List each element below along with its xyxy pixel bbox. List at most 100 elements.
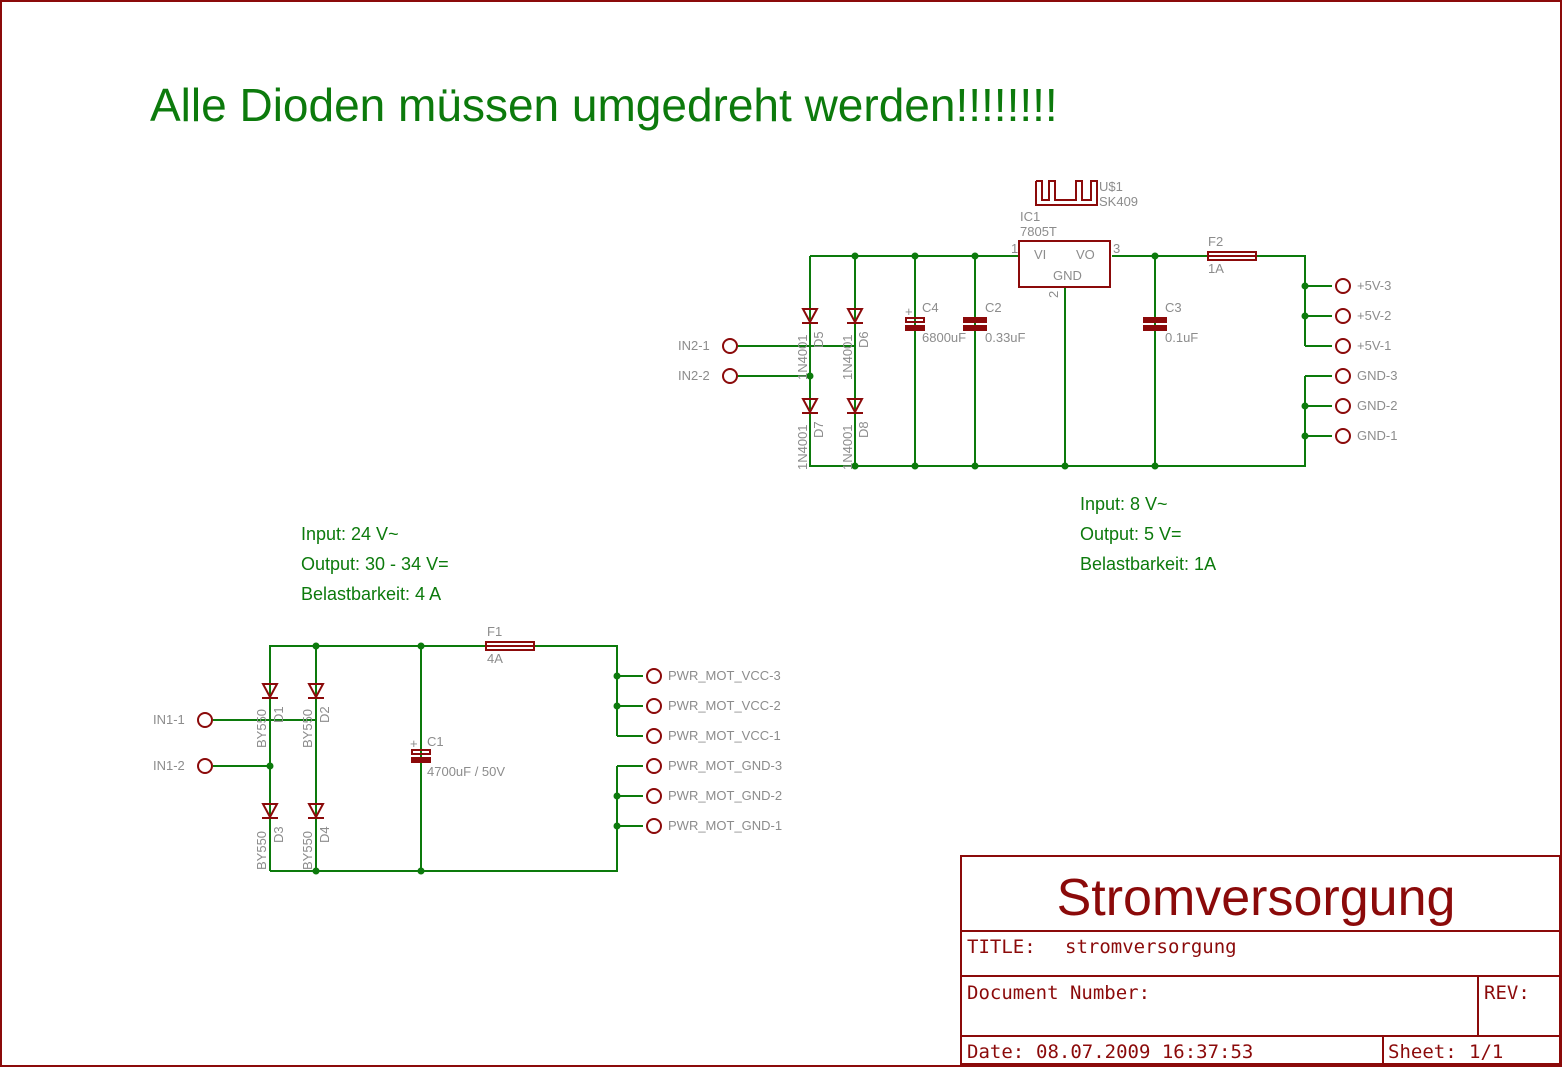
junction [613,702,621,710]
connector-in2-1 [722,338,738,354]
out-gnd-3-label: GND-3 [1357,368,1397,383]
connector-5v-2 [1335,308,1351,324]
c4-name: C4 [922,300,939,315]
diode-d4 [307,803,325,820]
junction [851,462,859,470]
junction [312,867,320,875]
heatsink-value: SK409 [1099,194,1138,209]
svg-text:+: + [905,304,913,319]
in2-2-label: IN2-2 [678,368,710,383]
connector-5v-3 [1335,278,1351,294]
out-mot-gnd-3-label: PWR_MOT_GND-3 [668,758,782,773]
title-block-heading: Stromversorgung [1057,869,1456,927]
connector-5v-1 [1335,338,1351,354]
title-value: stromversorgung [1065,936,1237,958]
d2-value: BY550 [300,709,315,748]
d1-value: BY550 [254,709,269,748]
connector-mot-gnd-3 [646,758,662,774]
connector-in1-1 [197,712,213,728]
sheet-label: Sheet: [1388,1041,1457,1063]
d3-name: D3 [271,826,286,843]
diode-d3 [261,803,279,820]
in2-1-label: IN2-1 [678,338,710,353]
spec-mot-input: Input: 24 V~ [301,524,399,544]
f2-value: 1A [1208,261,1224,276]
out-5v-2-label: +5V-2 [1357,308,1391,323]
diode-d8 [846,398,864,415]
c2-value: 0.33uF [985,330,1026,345]
out-5v-1-label: +5V-1 [1357,338,1391,353]
document-number-label: Document Number: [967,982,1150,1004]
diode-d2 [307,683,325,700]
title-block-frame [960,855,1561,1065]
connector-gnd-3 [1335,368,1351,384]
spec-mot-output: Output: 30 - 34 V= [301,554,449,574]
ic-pin-vo: VO [1076,247,1095,262]
out-mot-vcc-2-label: PWR_MOT_VCC-2 [668,698,781,713]
connector-mot-gnd-1 [646,818,662,834]
circuit-5v: U$1 SK409 IC1 7805T VI VO GND 1 3 2 1N40… [678,179,1397,574]
junction [613,672,621,680]
wire-mot-top-left [269,645,486,871]
spec-mot-load: Belastbarkeit: 4 A [301,584,441,604]
diode-d6 [846,308,864,325]
out-gnd-1-label: GND-1 [1357,428,1397,443]
capacitor-c4: + [905,304,925,331]
c3-name: C3 [1165,300,1182,315]
connector-gnd-2 [1335,398,1351,414]
connector-mot-vcc-2 [646,698,662,714]
junction [1301,312,1309,320]
junction [613,822,621,830]
ic-value: 7805T [1020,224,1057,239]
svg-text:+: + [410,736,418,751]
connector-mot-vcc-1 [646,728,662,744]
wire-mot-top-right [534,645,618,736]
heatsink-name: U$1 [1099,179,1123,194]
junction [1301,432,1309,440]
in1-2-label: IN1-2 [153,758,185,773]
c1-value: 4700uF / 50V [427,764,505,779]
wire-bottom [809,256,1306,467]
junction [1151,462,1159,470]
junction [911,252,919,260]
junction [851,252,859,260]
junction [1301,402,1309,410]
c1-name: C1 [427,734,444,749]
header-note: Alle Dioden müssen umgedreht werden!!!!!… [150,79,1058,131]
f1-name: F1 [487,624,502,639]
spec-5v-input: Input: 8 V~ [1080,494,1168,514]
junction [1061,462,1069,470]
d6-name: D6 [856,331,871,348]
diode-d7 [801,398,819,415]
c3-value: 0.1uF [1165,330,1198,345]
out-mot-gnd-1-label: PWR_MOT_GND-1 [668,818,782,833]
f1-value: 4A [487,651,503,666]
connector-mot-gnd-2 [646,788,662,804]
ic-pin1: 1 [1011,241,1018,256]
d4-value: BY550 [300,831,315,870]
rev-label: REV: [1484,982,1530,1004]
ic-pin-vi: VI [1034,247,1046,262]
capacitor-c2 [963,317,987,331]
junction [971,252,979,260]
diode-d1 [261,683,279,700]
title-block: Stromversorgung TITLE: stromversorgung D… [960,855,1561,1065]
wire-top-right [1256,255,1306,346]
c4-value: 6800uF [922,330,966,345]
c2-name: C2 [985,300,1002,315]
junction [417,642,425,650]
diode-d5 [801,308,819,325]
out-mot-vcc-1-label: PWR_MOT_VCC-1 [668,728,781,743]
d5-value: 1N4001 [795,334,810,380]
wire-mot-bottom [270,766,618,872]
junction [806,372,814,380]
d8-name: D8 [856,421,871,438]
d8-value: 1N4001 [840,424,855,470]
junction [911,462,919,470]
connector-mot-vcc-3 [646,668,662,684]
junction [312,642,320,650]
heatsink-icon [1035,180,1098,206]
junction [417,867,425,875]
